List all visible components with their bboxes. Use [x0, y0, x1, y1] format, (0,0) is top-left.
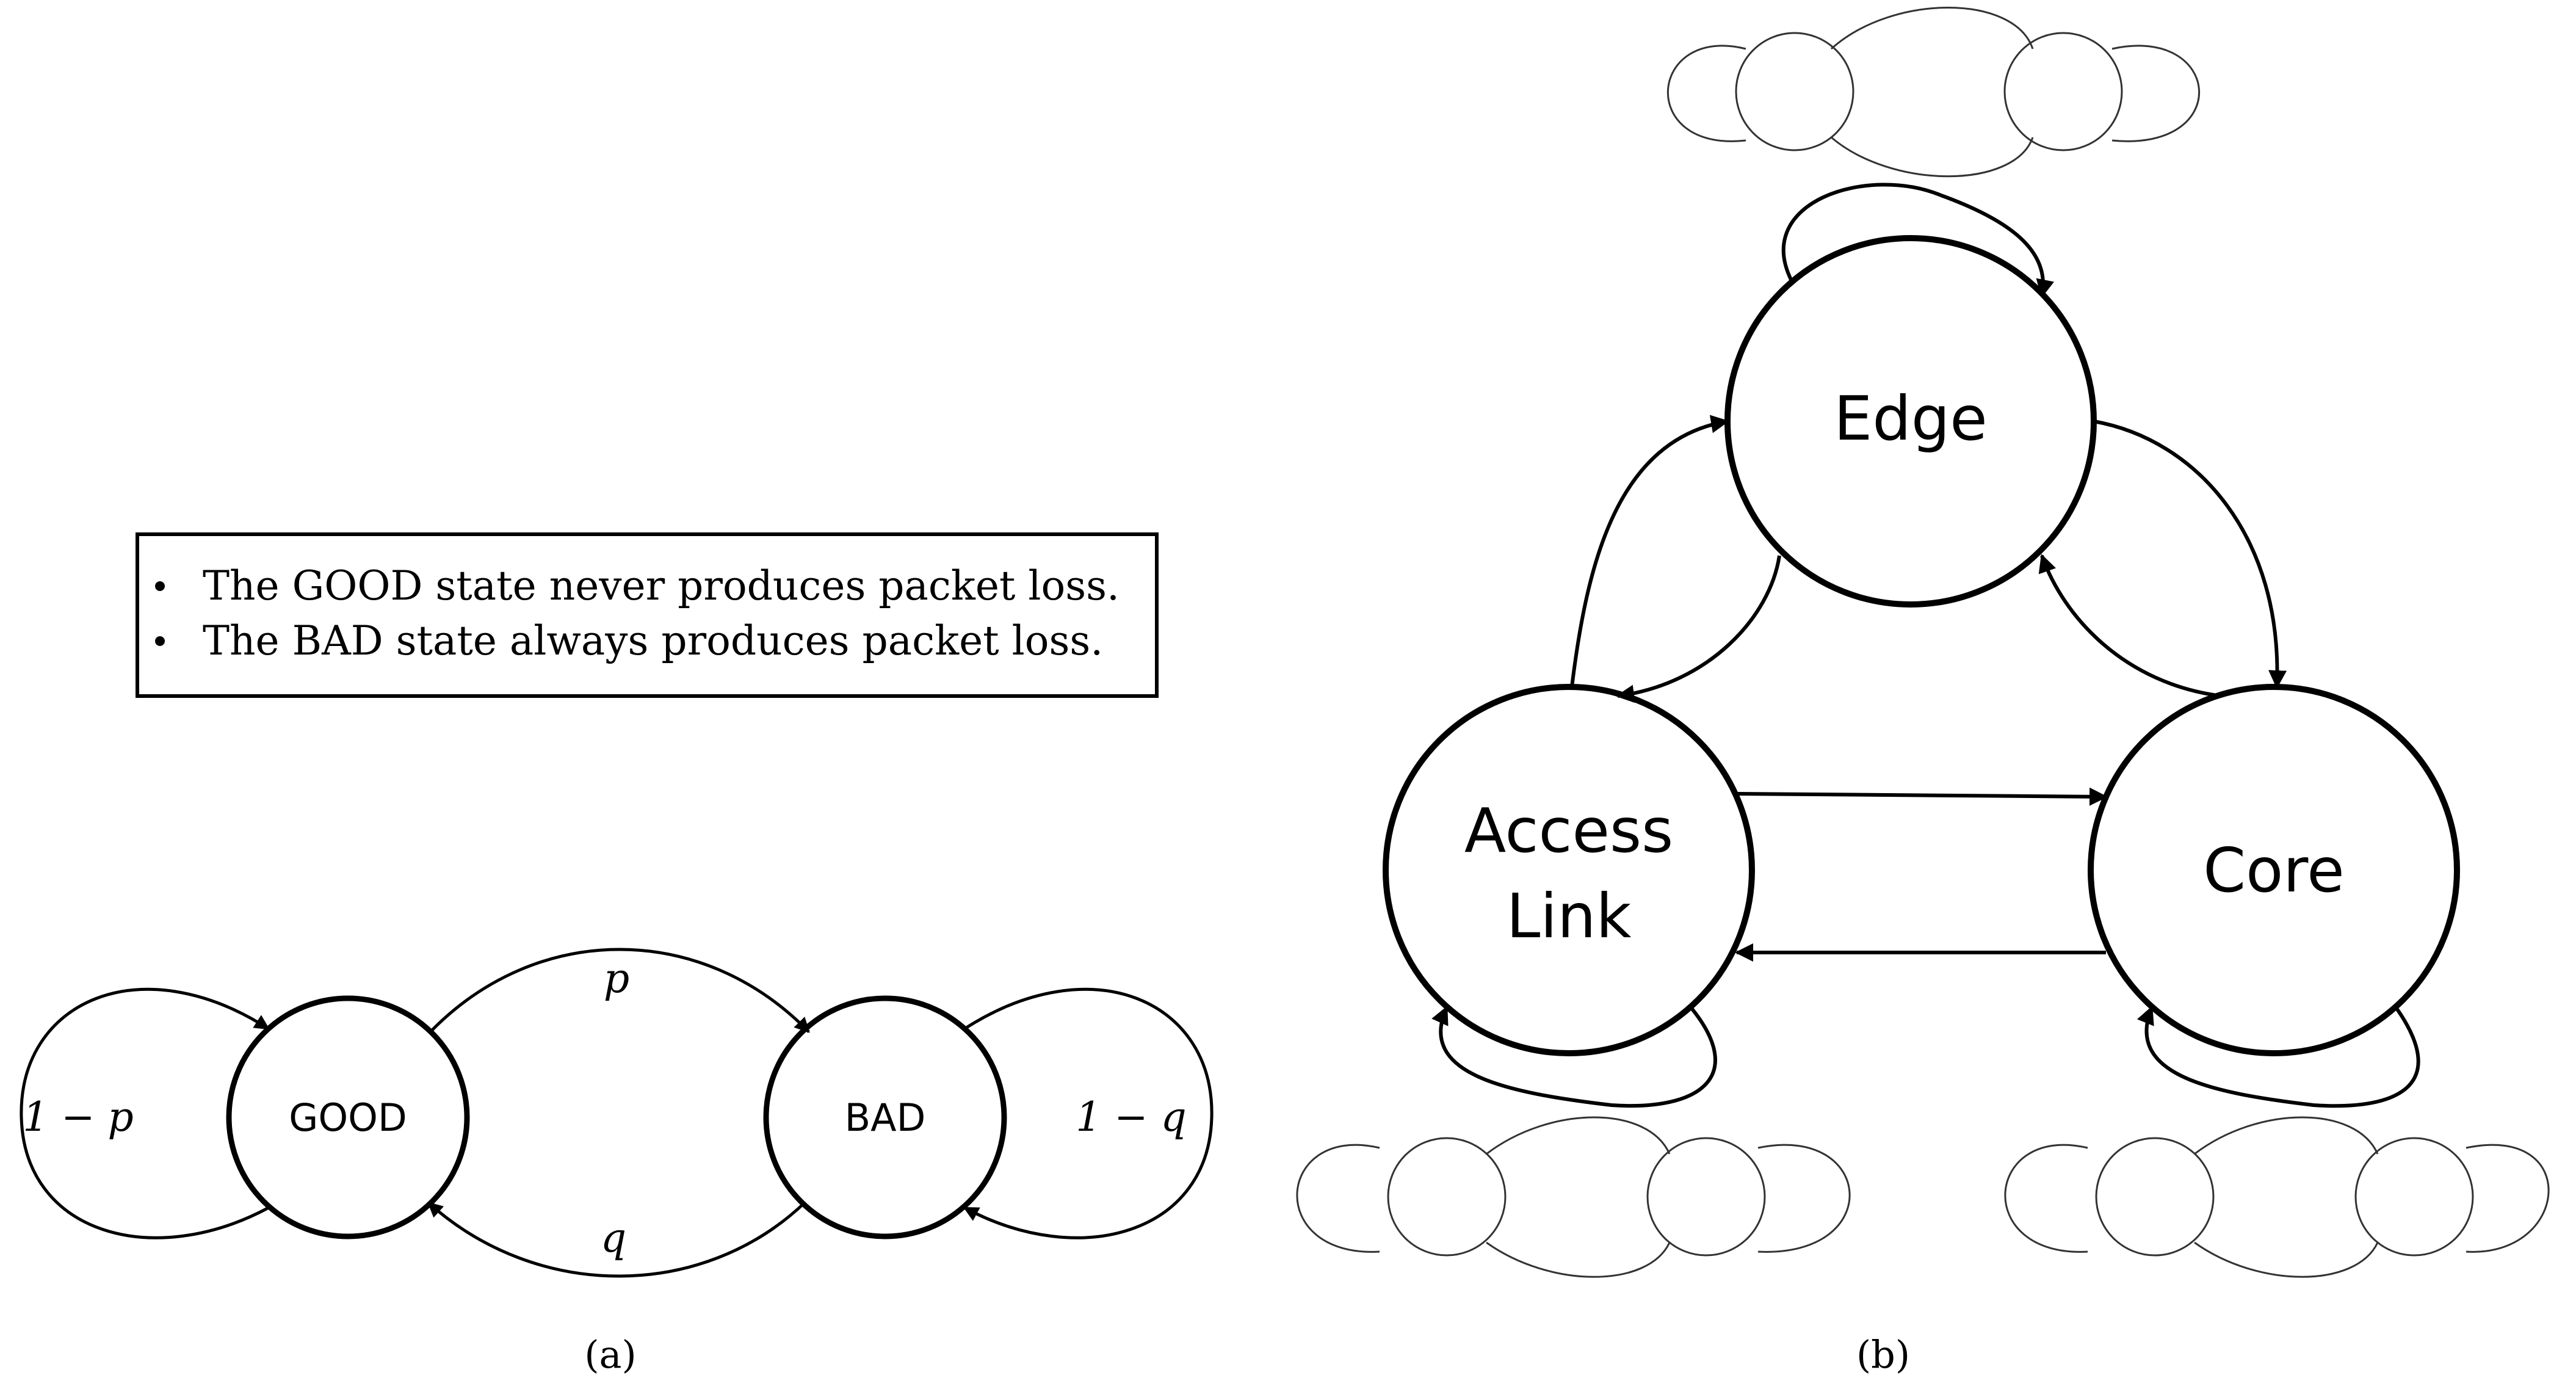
- good-state-label: GOOD: [289, 1095, 407, 1140]
- panel-b-caption: (b): [1856, 1332, 1910, 1377]
- panel-a-caption: (a): [584, 1332, 636, 1377]
- access-to-core: [1736, 787, 2108, 806]
- notes-box: The GOOD state never produces packet los…: [136, 532, 1159, 698]
- access-to-edge: [1570, 415, 1729, 688]
- mini-model-top: [1667, 7, 2201, 178]
- label-bad-to-good: q: [601, 1214, 626, 1261]
- access-link-label-line2: Link: [1507, 880, 1632, 952]
- access-link-label-line1: Access: [1464, 795, 1673, 866]
- access-link-node: Access Link: [1383, 684, 1755, 1056]
- edge-node: Edge: [1724, 235, 2097, 608]
- note-2: The BAD state always produces packet los…: [203, 617, 1103, 664]
- transition-good-to-bad: [429, 948, 810, 1033]
- bad-state: BAD: [763, 995, 1007, 1239]
- edge-node-label: Edge: [1834, 383, 1988, 454]
- mini-model-left: [1296, 1116, 1851, 1278]
- transition-good-self: [20, 988, 270, 1239]
- core-to-edge: [2038, 554, 2223, 698]
- panel-b: Edge Access Link Core (b): [1296, 7, 2550, 1377]
- note-bullet-2: [155, 636, 165, 646]
- note-1: The GOOD state never produces packet los…: [203, 562, 1120, 609]
- panel-a: The GOOD state never produces packet los…: [20, 532, 1214, 1377]
- core-self-loop: [2136, 1006, 2420, 1108]
- transition-bad-self: [963, 988, 1214, 1239]
- edge-self-loop: [1781, 183, 2054, 298]
- core-node-label: Core: [2203, 835, 2344, 906]
- label-good-to-bad: p: [604, 955, 629, 1002]
- label-good-self: 1 − p: [23, 1094, 134, 1141]
- core-node: Core: [2088, 684, 2460, 1056]
- good-state: GOOD: [226, 995, 470, 1239]
- edge-to-access: [1616, 555, 1781, 703]
- mini-model-right: [2004, 1116, 2550, 1278]
- access-self-loop: [1431, 1006, 1717, 1108]
- bad-state-label: BAD: [845, 1095, 926, 1140]
- note-bullet-1: [155, 581, 165, 591]
- label-bad-self: 1 − q: [1076, 1094, 1187, 1141]
- edge-to-core: [2093, 419, 2287, 689]
- transition-bad-to-good: [427, 1202, 806, 1278]
